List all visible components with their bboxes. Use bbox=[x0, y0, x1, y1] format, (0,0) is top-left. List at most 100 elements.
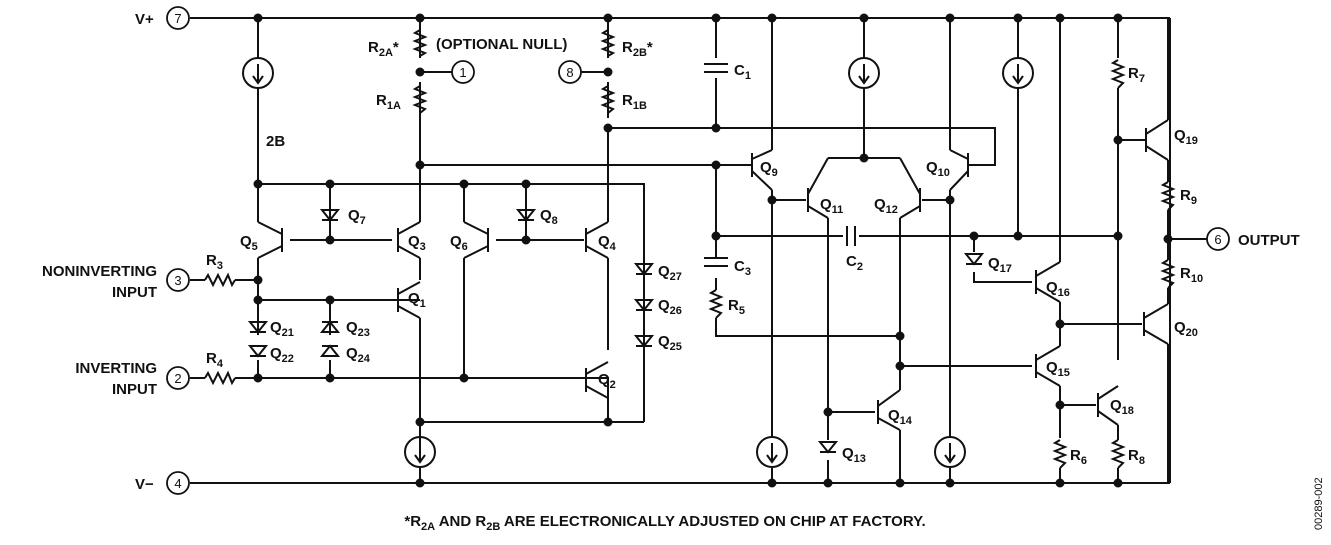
r1a-symbol bbox=[412, 85, 428, 114]
r2b-symbol bbox=[600, 29, 616, 57]
pin-1-number: 1 bbox=[459, 65, 466, 80]
noninverting-label-1: NONINVERTING bbox=[42, 263, 157, 280]
r1b-to-q10-wire bbox=[608, 127, 996, 166]
diodes bbox=[247, 209, 985, 454]
q8-diode bbox=[515, 209, 537, 222]
q4-symbol bbox=[585, 221, 609, 259]
optional-null-label: (OPTIONAL NULL) bbox=[436, 36, 567, 53]
footnote: *R2A AND R2B ARE ELECTRONICALLY ADJUSTED… bbox=[404, 513, 925, 533]
r3-label: R3 bbox=[206, 252, 223, 272]
q20-label: Q20 bbox=[1174, 319, 1198, 339]
r1a-label: R1A bbox=[376, 92, 401, 112]
q3-label: Q3 bbox=[408, 233, 426, 253]
resistors bbox=[204, 29, 1176, 469]
r4-symbol bbox=[204, 370, 236, 386]
r1b-symbol bbox=[600, 85, 616, 114]
q9-label: Q9 bbox=[760, 159, 778, 179]
q12-collector bbox=[899, 218, 1032, 367]
q26-label: Q26 bbox=[658, 297, 682, 317]
r2b-label: R2B* bbox=[622, 39, 653, 59]
q4-label: Q4 bbox=[598, 233, 617, 253]
q25-diode bbox=[633, 335, 655, 348]
current-source-4 bbox=[404, 436, 436, 468]
c3-symbol bbox=[704, 257, 728, 267]
r5-symbol bbox=[708, 289, 724, 319]
q11-label: Q11 bbox=[820, 196, 843, 216]
r2a-label: R2A* bbox=[368, 39, 399, 59]
pins: 7 V+ 4 V− 1 8 3 2 6 bbox=[135, 6, 1230, 495]
r8-label: R8 bbox=[1128, 447, 1145, 467]
q27-label: Q27 bbox=[658, 263, 682, 283]
q1-symbol bbox=[397, 281, 421, 319]
q10-label: Q10 bbox=[926, 159, 950, 179]
pin-3-number: 3 bbox=[174, 273, 181, 288]
pin-7-number: 7 bbox=[174, 11, 181, 26]
q20-symbol bbox=[1143, 303, 1169, 345]
c2-label: C2 bbox=[846, 253, 863, 273]
q13-diode bbox=[817, 441, 839, 454]
q7-label: Q7 bbox=[348, 207, 366, 227]
q21-label: Q21 bbox=[270, 319, 294, 339]
current-source-5 bbox=[756, 436, 788, 468]
r10-label: R10 bbox=[1180, 265, 1203, 285]
q18-symbol bbox=[1097, 385, 1119, 426]
q27-diode bbox=[633, 263, 655, 276]
r3-symbol bbox=[204, 272, 236, 288]
q13-label: Q13 bbox=[842, 445, 866, 465]
r6-symbol bbox=[1052, 439, 1068, 469]
q25-label: Q25 bbox=[658, 333, 682, 353]
q17-diode bbox=[963, 253, 985, 266]
figure-id: 00289-002 bbox=[1313, 477, 1325, 530]
q16-label: Q16 bbox=[1046, 279, 1070, 299]
output-label: OUTPUT bbox=[1238, 232, 1300, 249]
q22-label: Q22 bbox=[270, 345, 294, 365]
q24-diode bbox=[319, 344, 341, 357]
pin-2 bbox=[166, 366, 190, 390]
r4-label: R4 bbox=[206, 350, 224, 370]
q6-symbol bbox=[463, 221, 489, 259]
q10-symbol bbox=[949, 149, 969, 191]
r9-symbol bbox=[1160, 181, 1176, 211]
q7-diode bbox=[319, 209, 341, 222]
input-stage-wires bbox=[190, 18, 996, 483]
r7-symbol bbox=[1110, 59, 1126, 89]
output-stage-wires bbox=[973, 18, 1207, 483]
q23-diode bbox=[319, 320, 341, 333]
transistors bbox=[257, 119, 1169, 431]
q1-label: Q1 bbox=[408, 290, 426, 310]
r8-symbol bbox=[1110, 439, 1126, 469]
q9-symbol bbox=[751, 149, 773, 191]
current-source-6 bbox=[934, 436, 966, 468]
q19-label: Q19 bbox=[1174, 127, 1198, 147]
pin-4 bbox=[166, 471, 190, 495]
q21-diode bbox=[247, 321, 269, 334]
q12-symbol bbox=[899, 157, 921, 219]
inverting-label-2: INPUT bbox=[112, 381, 157, 398]
c3-label: C3 bbox=[734, 258, 751, 278]
q24-label: Q24 bbox=[346, 345, 371, 365]
q15-symbol bbox=[1035, 345, 1061, 387]
vminus-label: V− bbox=[135, 476, 154, 493]
c2-symbol bbox=[846, 226, 856, 246]
q16-symbol bbox=[1035, 261, 1061, 303]
r10-symbol bbox=[1160, 259, 1176, 289]
r7-label: R7 bbox=[1128, 65, 1145, 85]
q19-symbol bbox=[1145, 119, 1169, 161]
q23-label: Q23 bbox=[346, 319, 370, 339]
q17-diode-wire bbox=[973, 236, 1032, 283]
q18-label: Q18 bbox=[1110, 397, 1134, 417]
r9-label: R9 bbox=[1180, 187, 1197, 207]
noninverting-label-2: INPUT bbox=[112, 284, 157, 301]
supply-rails bbox=[190, 17, 1171, 484]
gain-stage-wires bbox=[715, 18, 1118, 483]
q6-label: Q6 bbox=[450, 233, 468, 253]
q12-label: Q12 bbox=[874, 196, 898, 216]
q8-label: Q8 bbox=[540, 207, 558, 227]
q14-symbol bbox=[877, 389, 901, 431]
current-source-3 bbox=[1002, 57, 1034, 89]
pin-2-number: 2 bbox=[174, 371, 181, 386]
q22-diode bbox=[247, 345, 269, 358]
signal-labels: NONINVERTING INPUT INVERTING INPUT OUTPU… bbox=[42, 36, 1300, 398]
q15-label: Q15 bbox=[1046, 359, 1070, 379]
